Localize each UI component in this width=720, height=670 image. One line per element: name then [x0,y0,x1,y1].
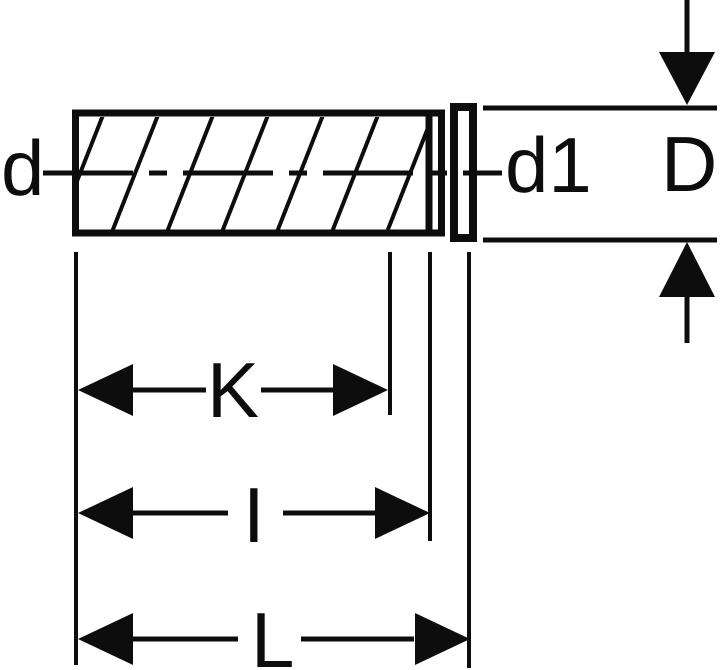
k-dimension-line [78,364,388,416]
l-dimension-line [78,613,470,665]
label-I: I [243,471,265,559]
i-dimension-line [78,487,430,539]
d-arrow-up-icon [659,242,715,343]
extension-lines [74,252,471,668]
label-d: d [1,124,45,212]
label-K: K [207,346,260,434]
label-d1: d1 [505,121,592,209]
i-left-arrow-icon [78,487,133,539]
l-left-arrow-icon [78,613,133,665]
d-arrow-down-icon [659,0,715,105]
l-right-arrow-icon [415,613,470,665]
k-left-arrow-icon [78,364,133,416]
k-right-arrow-icon [333,364,388,416]
label-D: D [661,120,718,208]
label-L: L [251,596,295,670]
i-right-arrow-icon [375,487,430,539]
